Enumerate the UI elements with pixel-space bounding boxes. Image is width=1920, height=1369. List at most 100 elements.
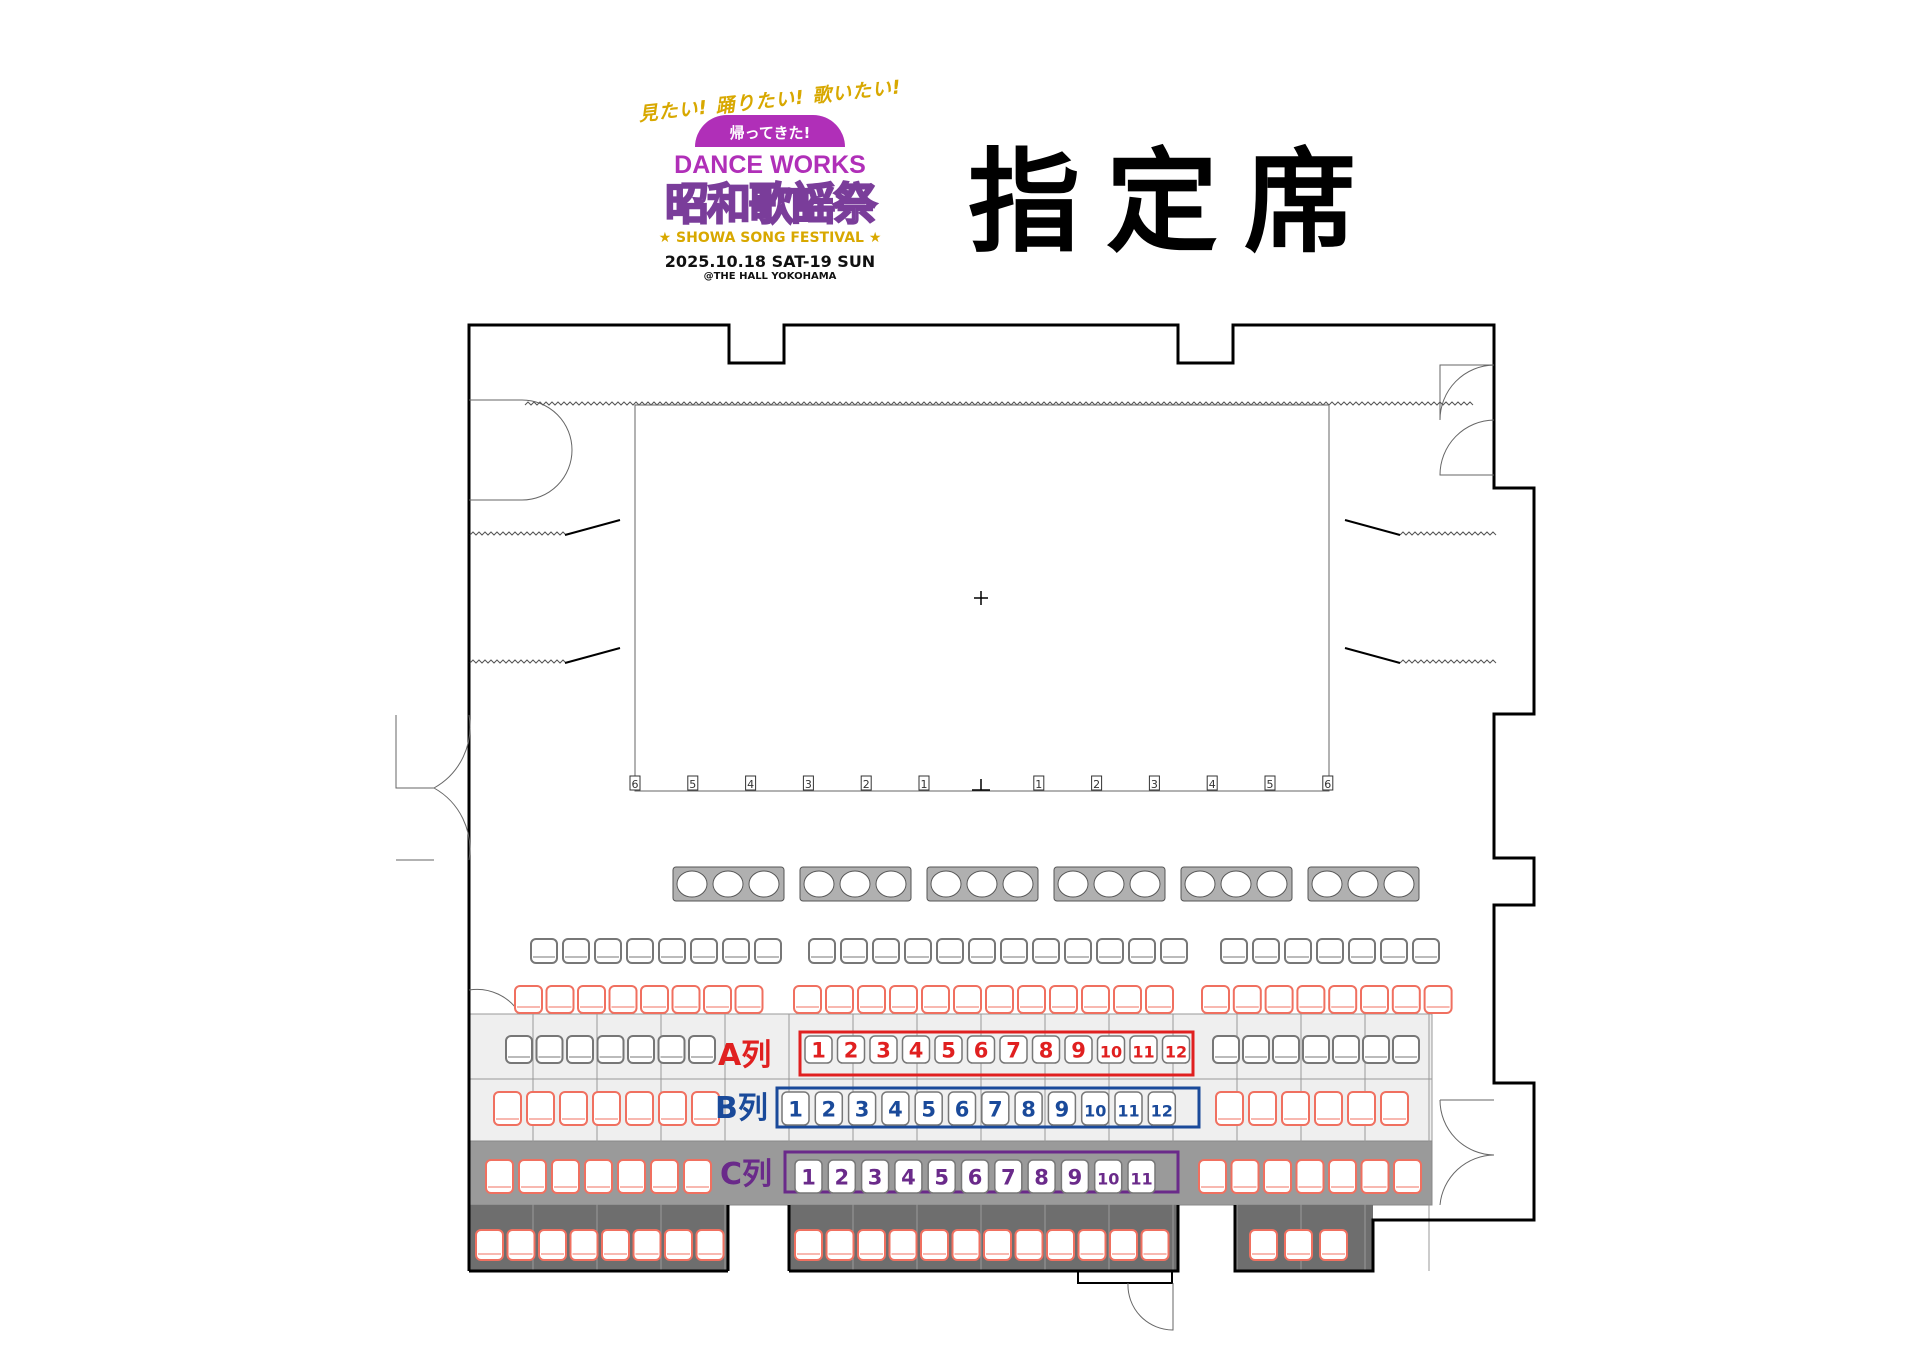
seat-unavailable: [690, 938, 718, 964]
table-seat: [1383, 870, 1415, 898]
seat: [1296, 985, 1326, 1014]
row-b-highlight-box: [775, 1086, 1201, 1129]
seat: [703, 985, 732, 1014]
seat-unavailable: [1128, 938, 1156, 964]
seat-b-3: [847, 1091, 877, 1126]
seat-unavailable: [657, 1035, 686, 1064]
seat: [825, 1229, 855, 1261]
seat: [695, 1229, 725, 1261]
seat-unavailable: [808, 938, 836, 964]
door-icon: [1439, 364, 1495, 476]
seat-unavailable: [1316, 938, 1344, 964]
seat-number: 11: [1132, 1043, 1154, 1062]
seat-c-8: [1027, 1159, 1056, 1194]
seat: [1347, 1091, 1376, 1126]
table-seat: [1311, 870, 1343, 898]
seat-number: 3: [868, 1166, 883, 1190]
stage-mark-box: [1148, 775, 1160, 791]
seat: [1140, 1229, 1170, 1261]
seat: [1077, 1229, 1107, 1261]
seat-number: 3: [876, 1039, 891, 1063]
seat: [889, 985, 918, 1014]
seat: [1198, 1159, 1227, 1194]
seat-number: 7: [988, 1098, 1003, 1122]
side-curtain: [1399, 531, 1497, 536]
seat-number: 5: [934, 1166, 949, 1190]
seat: [857, 1229, 886, 1261]
table-seat: [839, 870, 871, 898]
logo-dome: 帰ってきた!: [695, 115, 845, 147]
seat-c-4: [894, 1159, 923, 1194]
table-seat: [1057, 870, 1089, 898]
hall-outline: [467, 323, 1536, 1273]
seat-b-12: [1147, 1091, 1177, 1126]
seat-unavailable: [904, 938, 932, 964]
seat-c-10: [1093, 1159, 1123, 1194]
seat-c-9: [1060, 1159, 1090, 1194]
seat-a-4: [901, 1035, 931, 1064]
table-seat: [1002, 870, 1034, 898]
seat-number: 8: [1034, 1166, 1049, 1190]
seat-unavailable: [840, 938, 868, 964]
stage-mark-label: 2: [863, 778, 870, 791]
seat-a-2: [836, 1035, 866, 1064]
seat-c-5: [927, 1159, 956, 1194]
seat-unavailable: [1272, 1035, 1300, 1064]
stage-mark-label: 3: [805, 778, 812, 791]
seat: [825, 985, 854, 1014]
seat: [1014, 1229, 1044, 1261]
seat: [793, 985, 822, 1014]
stage-mark-box: [745, 775, 757, 791]
seat: [1046, 1229, 1075, 1261]
table-seat: [748, 870, 780, 898]
side-curtain: [1399, 659, 1497, 664]
seat-unavailable: [1000, 938, 1028, 964]
seat: [1281, 1091, 1310, 1126]
stage-mark-box: [1264, 775, 1276, 791]
seat-number: 2: [821, 1098, 836, 1122]
seat-number: 6: [974, 1039, 989, 1063]
seat-unavailable: [535, 1035, 564, 1064]
stage-mark-label: 3: [1151, 778, 1158, 791]
seat-number: 10: [1100, 1043, 1122, 1062]
seat-a-6: [966, 1035, 996, 1064]
seat-a-12: [1161, 1035, 1191, 1064]
seat: [650, 1159, 679, 1194]
seat: [577, 985, 606, 1014]
seat-unavailable: [1302, 1035, 1330, 1064]
seat-unavailable: [872, 938, 900, 964]
seat-unavailable: [936, 938, 964, 964]
seat-number: 7: [1006, 1039, 1021, 1063]
seat-number: 4: [901, 1166, 916, 1190]
seat: [1319, 1229, 1348, 1261]
seat-b-7: [981, 1091, 1010, 1126]
row-label-a: A列: [718, 1038, 771, 1073]
seat-c-1: [794, 1159, 823, 1194]
seat: [1081, 985, 1110, 1014]
seat: [683, 1159, 712, 1194]
seat-unavailable: [626, 938, 654, 964]
seat-unavailable: [1380, 938, 1408, 964]
seat: [640, 985, 669, 1014]
stage-mark-box: [918, 775, 930, 791]
seat-number: 1: [811, 1039, 826, 1063]
seat: [493, 1091, 522, 1126]
seat-b-2: [814, 1091, 844, 1126]
seat-a-3: [869, 1035, 898, 1064]
seat: [951, 1229, 981, 1261]
door-icon: [468, 988, 521, 1015]
seat-number: 12: [1165, 1043, 1187, 1062]
seat-c-6: [960, 1159, 990, 1194]
seat-a-8: [1031, 1035, 1061, 1064]
seat-unavailable: [627, 1035, 655, 1064]
seat: [1295, 1159, 1325, 1194]
seat: [734, 985, 764, 1014]
stage-mark-label: 6: [1324, 778, 1331, 791]
seat: [1230, 1159, 1260, 1194]
seat: [1249, 1229, 1278, 1261]
seat: [1113, 985, 1142, 1014]
seat-number: 1: [788, 1098, 803, 1122]
seat-number: 3: [855, 1098, 870, 1122]
event-date: 2025.10.18 SAT-19 SUN: [664, 252, 876, 271]
stage-mark-box: [1206, 775, 1218, 791]
